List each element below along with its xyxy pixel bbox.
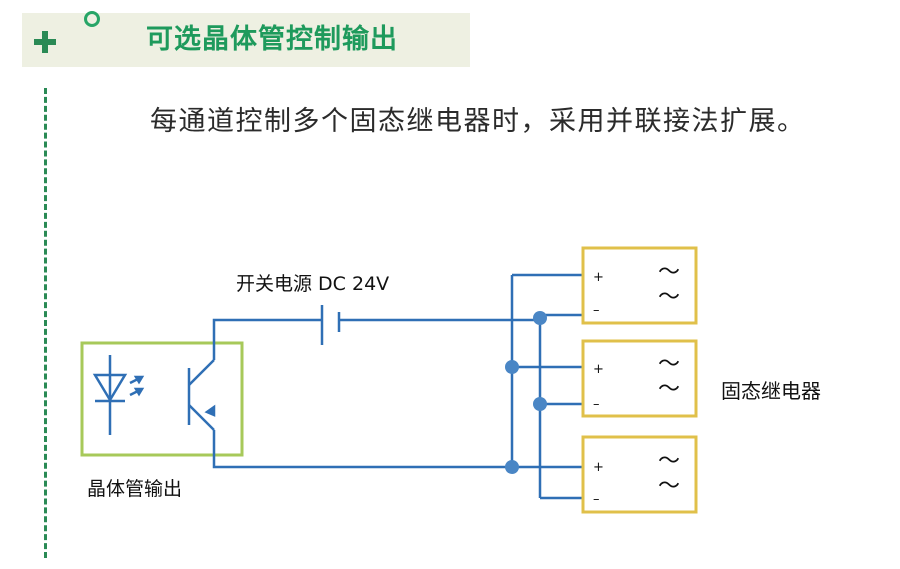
relay-plus-label: + [593, 460, 604, 475]
junction-node [505, 360, 519, 374]
optocoupler-box [80, 341, 244, 457]
phototransistor-icon [187, 359, 216, 431]
relay-box-3: + – ～ ～ [581, 435, 698, 514]
relay-ac-symbol: ～ [658, 260, 680, 285]
dashed-guide-line [44, 88, 47, 558]
junction-node [505, 460, 519, 474]
circle-icon [84, 11, 100, 27]
relay-ac-symbol: ～ [658, 449, 680, 474]
power-supply-label: 开关电源 DC 24V [236, 273, 389, 295]
relay-ac-symbol: ～ [658, 285, 680, 310]
relay-plus-label: + [593, 362, 604, 377]
solid-state-relay-label: 固态继电器 [721, 379, 821, 403]
relay-ac-symbol: ～ [658, 474, 680, 499]
relay-minus-label: – [593, 492, 600, 507]
led-icon [92, 355, 145, 435]
relay-minus-label: – [593, 397, 600, 412]
relay-box-2: + – ～ ～ [581, 339, 698, 418]
section-title: 可选晶体管控制输出 [146, 24, 398, 55]
relay-plus-label: + [593, 270, 604, 285]
intro-paragraph: 每通道控制多个固态继电器时，采用并联接法扩展。 [150, 106, 806, 137]
relay-minus-label: – [593, 303, 600, 318]
junction-node [533, 311, 547, 325]
relay-box-1: + – ～ ～ [581, 246, 698, 325]
plus-icon [34, 31, 56, 53]
relay-ac-symbol: ～ [658, 352, 680, 377]
wiring [212, 273, 583, 500]
relay-ac-symbol: ～ [658, 377, 680, 402]
junction-node [533, 397, 547, 411]
transistor-output-label: 晶体管输出 [87, 478, 182, 500]
